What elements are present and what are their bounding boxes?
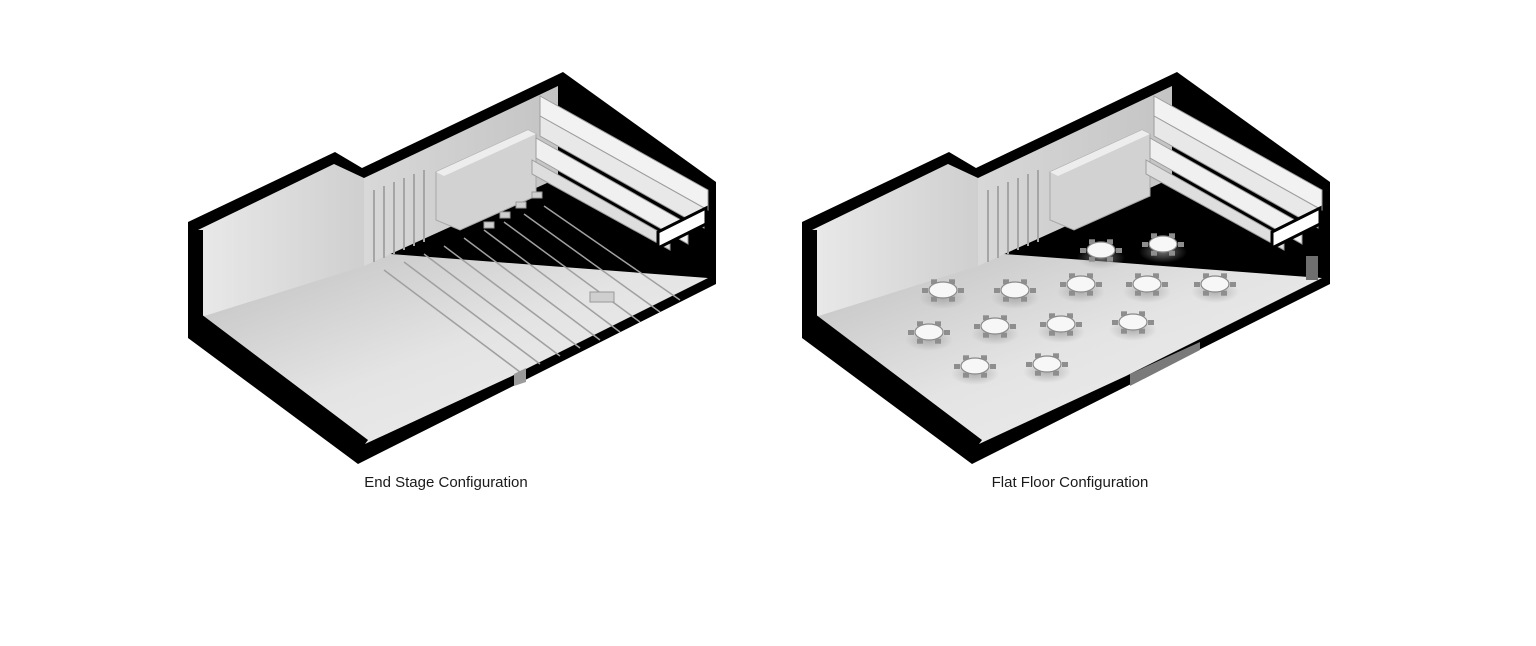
banquet-table [905, 321, 953, 351]
banquet-table [971, 315, 1019, 345]
end-stage-axonometric [188, 72, 716, 464]
banquet-table [991, 279, 1039, 309]
banquet-table [1057, 273, 1105, 303]
banquet-table [919, 279, 967, 309]
banquet-table [1109, 311, 1157, 341]
banquet-table [1123, 273, 1171, 303]
banquet-table [1023, 353, 1071, 383]
seating-tiers-right [531, 95, 709, 251]
left-wall [198, 164, 364, 318]
wall-panels [987, 170, 1039, 262]
banquet-table [1139, 233, 1187, 263]
wall-panels [373, 170, 425, 262]
end-stage-caption: End Stage Configuration [364, 474, 528, 491]
room-floor [198, 252, 708, 444]
left-wall [812, 164, 978, 318]
seating-tiers-right [1145, 95, 1323, 251]
floor-steps [383, 205, 681, 373]
door [1306, 256, 1318, 280]
banquet-table [951, 355, 999, 385]
flat-floor-axonometric [802, 72, 1330, 464]
banquet-tables [905, 233, 1239, 385]
banquet-table [1037, 313, 1085, 343]
flat-floor-caption: Flat Floor Configuration [991, 474, 1149, 491]
banquet-table [1191, 273, 1239, 303]
banquet-table [1077, 239, 1125, 269]
